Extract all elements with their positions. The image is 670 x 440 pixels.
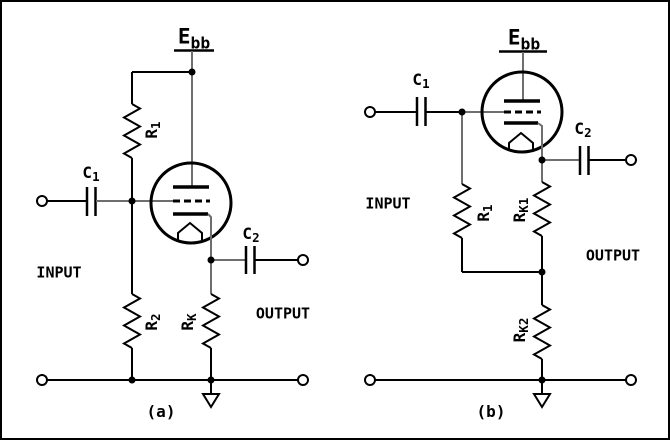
output-label-b: OUTPUT [585, 246, 641, 265]
output-terminal-a [297, 254, 309, 266]
resistor-r1-label-b: R1 [474, 204, 496, 222]
caption-b: (b) [476, 402, 506, 421]
tube-envelope-a [149, 161, 233, 245]
resistor-r1-b [451, 112, 473, 272]
input-label-b: INPUT [365, 194, 411, 213]
ground-symbol-a [201, 380, 221, 409]
caption-a: (a) [146, 402, 176, 421]
cap-c2-label-b: C2 [574, 119, 592, 141]
rail-terminal-left-a [36, 374, 48, 386]
input-terminal-a [36, 195, 48, 207]
resistor-rk1-b [531, 160, 553, 272]
junction-dots-a [128, 68, 215, 384]
cap-c1-label-b: C1 [412, 70, 430, 92]
resistor-r2-label-a: R2 [142, 313, 164, 331]
terminals-b [364, 106, 637, 386]
resistor-rk2-b [531, 272, 553, 380]
triode-tube-b [480, 70, 564, 160]
triode-tube-a [149, 161, 233, 260]
resistor-r1-label-a: R1 [142, 121, 164, 139]
supply-label-b: Ebb [507, 25, 541, 54]
input-label-a: INPUT [36, 263, 82, 282]
cap-c2-label-a: C2 [242, 224, 260, 246]
resistor-rk2-label-b: RK2 [510, 317, 532, 343]
cathode-lead-a [207, 213, 212, 260]
rail-terminal-left-b [364, 374, 376, 386]
output-terminal-b [625, 154, 637, 166]
rail-terminal-right-b [625, 374, 637, 386]
junction-dots-b [458, 108, 546, 384]
tube-heater-b [508, 131, 534, 150]
cathode-lead-b [537, 122, 543, 160]
resistor-r2-a [121, 201, 143, 380]
cap-c1-label-a: C1 [82, 163, 100, 185]
resistor-rk-a [200, 260, 222, 380]
supply-label-a: Ebb [177, 24, 211, 53]
tube-heater-a [177, 221, 203, 241]
input-terminal-b [364, 106, 376, 118]
output-label-a: OUTPUT [255, 304, 311, 323]
resistor-rk1-label-b: RK1 [510, 197, 532, 223]
circuit-b [364, 50, 637, 409]
resistor-r1-a [121, 72, 143, 201]
resistor-rk-label-a: RK [178, 313, 200, 331]
capacitor-c1-b [415, 97, 427, 126]
capacitor-c2-b [578, 146, 590, 175]
terminals-a [36, 195, 309, 386]
tube-envelope-b [480, 70, 564, 154]
capacitor-c2-a [244, 246, 256, 274]
capacitor-c1-a [85, 187, 97, 216]
circuit-a [36, 49, 309, 409]
ground-symbol-b [532, 380, 552, 409]
rail-terminal-right-a [297, 374, 309, 386]
